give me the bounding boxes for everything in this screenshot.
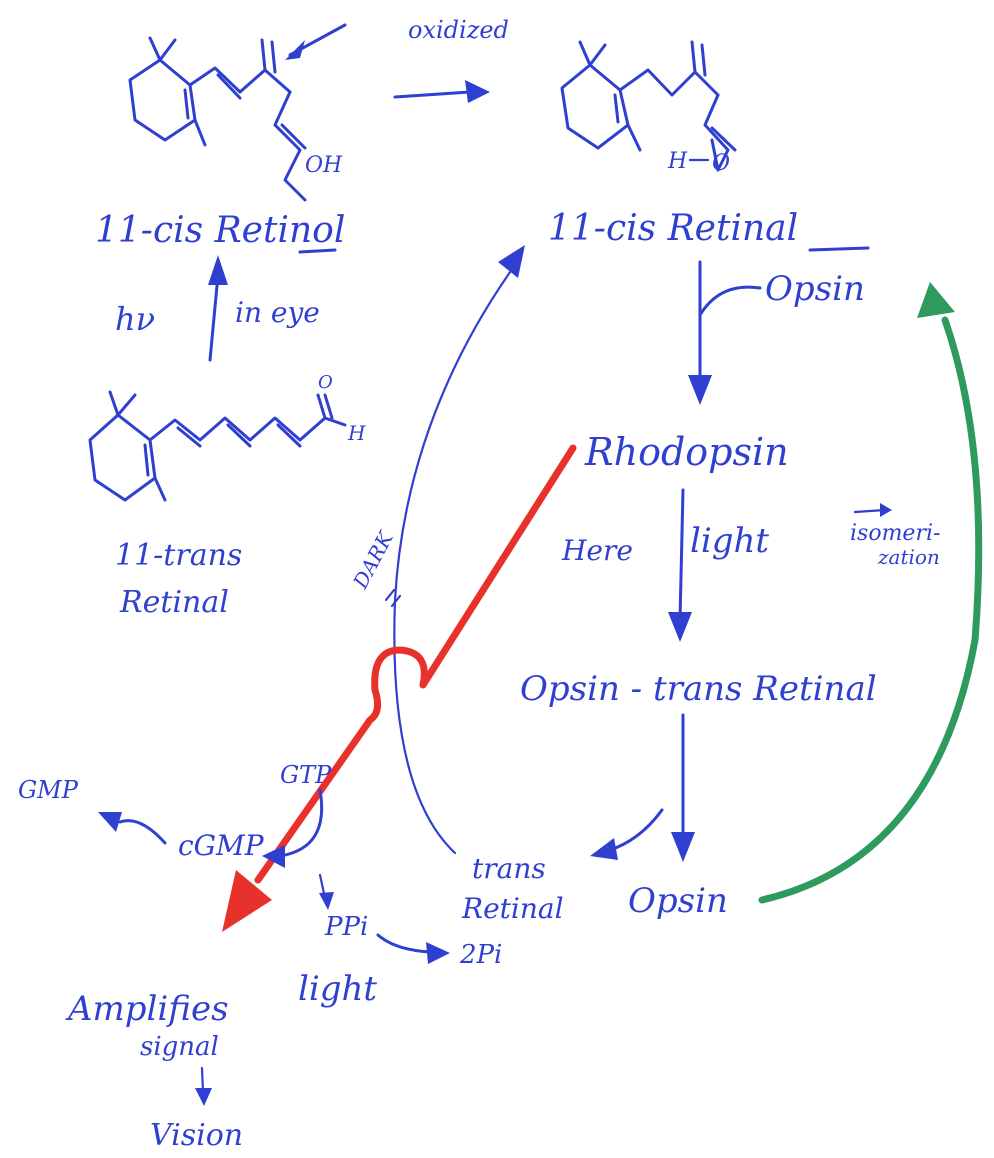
- opsin-top-label: Opsin: [765, 269, 865, 309]
- vision-label: Vision: [150, 1118, 243, 1153]
- isomerization-label-line1: isomeri-: [850, 521, 940, 546]
- gtp-to-cgmp-curve: [278, 788, 324, 858]
- dark-recycle-arrowhead: [498, 245, 525, 278]
- dark-block-marks: [384, 588, 402, 608]
- hydroxyl-label: OH: [305, 153, 343, 178]
- ppi-label: PPi: [324, 912, 368, 942]
- aldehyde-o-label: O: [712, 151, 730, 176]
- oxidized-arrow: [393, 90, 472, 99]
- rhodopsin-to-complex-arrowhead: [668, 612, 692, 642]
- hv-up-arrowhead: [208, 255, 228, 285]
- amplifies-light-label: light: [298, 969, 377, 1009]
- isomerization-small-arrowhead: [880, 503, 892, 517]
- oxidized-arrowhead: [465, 80, 490, 103]
- cis-retinal-structure: H O: [560, 40, 737, 176]
- isomerization-label-line2: zation: [877, 545, 940, 569]
- rhodopsin-amplification-red-arrow: [254, 444, 577, 884]
- cgmp-to-gmp-arrow: [118, 819, 167, 845]
- in-eye-label: in eye: [235, 296, 320, 329]
- trans-retinal-label-line2: Retinal: [119, 585, 229, 620]
- ppi-to-2pi-arrowhead: [426, 942, 450, 964]
- retinal-to-rhodopsin-arrowhead: [688, 375, 712, 405]
- rhodopsin-to-complex-arrow: [678, 488, 685, 622]
- amplifies-label: Amplifies: [65, 989, 229, 1029]
- ppi-to-2pi-arrow: [376, 933, 432, 954]
- gtp-to-cgmp-arrowhead: [262, 845, 285, 868]
- signal-label: signal: [140, 1032, 219, 1062]
- two-pi-label: 2Pi: [459, 940, 502, 970]
- trans-retinal-structure: O H: [88, 372, 366, 502]
- cgmp-label: cGMP: [178, 829, 265, 862]
- opsin-recycle-green-arrow: [758, 316, 983, 904]
- cis-retinal-title: 11-cis Retinal: [548, 208, 798, 249]
- c11-pointer-arrowhead: [285, 40, 305, 60]
- complex-to-opsin-arrowhead: [671, 832, 695, 862]
- opsin-trans-retinal-label: Opsin - trans Retinal: [520, 669, 877, 709]
- complex-to-trans-retinal-arrowhead: [590, 838, 618, 860]
- retinol-underline: [298, 248, 337, 254]
- rhodopsin-label: Rhodopsin: [584, 430, 789, 474]
- light-label: light: [690, 521, 769, 561]
- trans-retinal-label-line1: 11-trans: [115, 538, 242, 573]
- retinal-underline: [808, 246, 870, 252]
- cgmp-to-gmp-arrowhead: [98, 812, 122, 832]
- opsin-bottom-label: Opsin: [628, 881, 728, 921]
- dark-recycle-arrow: [393, 263, 517, 855]
- released-trans-label-line1: trans: [472, 852, 546, 885]
- released-trans-label-line2: Retinal: [461, 892, 564, 925]
- signal-to-vision-arrowhead: [195, 1088, 212, 1106]
- ppi-release-arrowhead: [319, 892, 334, 910]
- oxidized-label: oxidized: [408, 16, 509, 44]
- aldehyde-h-label: H: [667, 149, 688, 174]
- trans-aldehyde-h-label: H: [347, 421, 366, 445]
- gtp-label: GTP: [280, 761, 332, 789]
- trans-aldehyde-o-label: O: [318, 372, 333, 393]
- rhodopsin-amplification-red-arrowhead: [222, 870, 272, 932]
- hv-up-arrow: [208, 273, 220, 362]
- gmp-label: GMP: [18, 776, 79, 804]
- cis-retinol-title: 11-cis Retinol: [95, 210, 345, 251]
- hv-label: hν: [115, 300, 155, 338]
- cis-retinol-structure: OH: [128, 36, 343, 202]
- here-label: Here: [561, 534, 633, 567]
- opsin-join-curve: [698, 285, 762, 317]
- opsin-recycle-green-arrowhead: [917, 282, 955, 318]
